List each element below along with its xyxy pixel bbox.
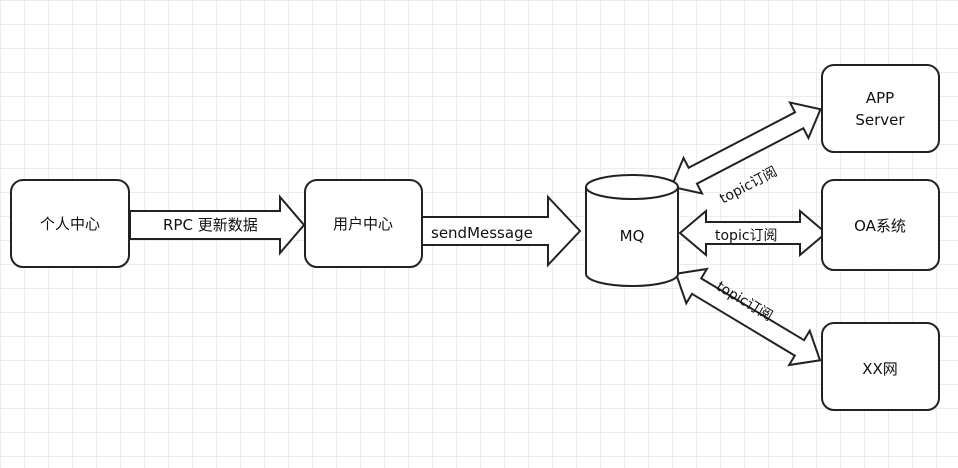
app-server-label-line2: Server — [855, 111, 905, 129]
topic-xx-arrow — [674, 267, 822, 367]
oa-system-label: OA系统 — [854, 217, 906, 235]
user-center-node[interactable] — [304, 179, 423, 268]
user-center-label: 用户中心 — [333, 215, 393, 233]
send-message-label: sendMessage — [431, 224, 533, 242]
xx-site-node[interactable] — [821, 322, 940, 411]
topic-oa-label: topic订阅 — [715, 228, 778, 244]
topic-app-arrow — [670, 101, 822, 195]
oa-system-node[interactable] — [821, 179, 940, 271]
app-server-node[interactable] — [821, 64, 940, 153]
app-server-label-line1: APP — [866, 89, 894, 107]
personal-center-label: 个人中心 — [40, 215, 100, 233]
mq-node[interactable] — [585, 174, 679, 287]
topic-app-label: topic订阅 — [717, 164, 780, 207]
send-message-arrow — [421, 194, 582, 268]
rpc-arrow — [129, 194, 306, 256]
personal-center-node[interactable] — [10, 179, 130, 268]
mq-label: MQ — [620, 227, 645, 245]
rpc-update-label: RPC 更新数据 — [163, 216, 258, 234]
xx-site-label: XX网 — [862, 360, 898, 378]
